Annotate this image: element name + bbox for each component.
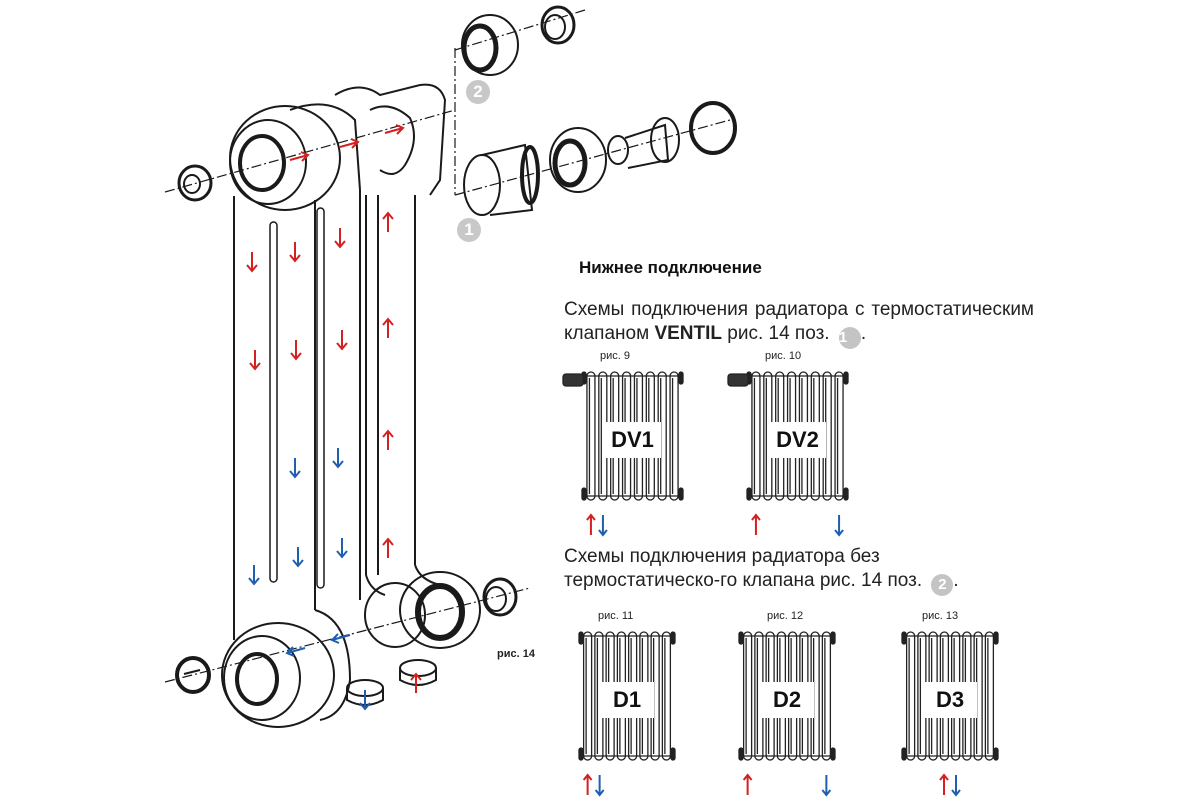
scheme-fig-label: рис. 13: [922, 610, 959, 622]
return-arrow: [821, 775, 832, 797]
radiator-icon: [727, 371, 849, 537]
top-axis-line: [164, 109, 456, 193]
flow-arrow-cold: [332, 448, 344, 469]
scheme-d3: рис. 13 D3: [893, 610, 1033, 800]
figure-14-label: рис. 14: [497, 648, 535, 660]
inline-badge-1: 1: [838, 327, 861, 349]
flow-arrow-cold: [359, 690, 371, 711]
flow-arrow-cold: [248, 565, 260, 586]
flow-arrow-axis-hot: [384, 124, 405, 135]
flow-arrow-hot: [382, 211, 394, 232]
flow-arrow-cold: [336, 538, 348, 559]
flow-arrow-hot: [334, 228, 346, 249]
return-arrow: [834, 515, 844, 537]
position-badge-2: 2: [466, 80, 490, 104]
supply-arrow: [582, 773, 593, 795]
scheme-code: D3: [923, 682, 977, 718]
scheme-code: D1: [600, 682, 654, 718]
scheme-fig-label: рис. 10: [765, 350, 802, 362]
fitting-pos-2: [461, 5, 576, 76]
flow-arrow-hot: [290, 340, 302, 361]
plug-top-left: [177, 164, 213, 202]
return-arrow: [594, 775, 605, 797]
ventil-brand: VENTIL: [654, 323, 722, 344]
plug-bottom-left: [175, 656, 211, 694]
scheme-code: DV2: [769, 422, 826, 458]
supply-arrow: [939, 773, 949, 795]
scheme-code: DV1: [604, 422, 661, 458]
return-arrow: [598, 515, 608, 537]
flow-arrow-cold: [289, 458, 301, 479]
flow-arrow-hot: [382, 429, 394, 450]
flow-arrow-axis-hot: [339, 138, 360, 149]
scheme-code: D2: [760, 682, 814, 718]
paragraph-thermostatic: Схемы подключения радиатора с термостати…: [564, 298, 1034, 349]
flow-arrow-hot: [336, 330, 348, 351]
supply-arrow: [751, 513, 761, 535]
flow-arrow-axis-hot: [289, 151, 310, 162]
flow-arrow-hot: [382, 537, 394, 558]
flow-arrow-axis-cold: [330, 633, 351, 644]
radiator-section-middle: [289, 103, 361, 721]
paragraph-no-thermostat: Схемы подключения радиатора без термоста…: [564, 545, 1034, 596]
scheme-dv2: рис. 10 DV2: [720, 350, 860, 540]
thermostatic-valve-pos-1: [463, 101, 737, 216]
flow-arrow-axis-cold: [285, 646, 306, 657]
radiator-section-front: [221, 105, 341, 728]
scheme-fig-label: рис. 12: [767, 610, 804, 622]
inline-badge-2: 2: [931, 574, 954, 596]
supply-arrow: [586, 513, 596, 535]
scheme-d1: рис. 11 D1: [570, 610, 710, 800]
scheme-dv1: рис. 9 DV1: [555, 350, 695, 540]
scheme-fig-label: рис. 9: [600, 350, 630, 362]
flow-arrow-cold: [292, 547, 304, 568]
flow-arrow-hot: [246, 252, 258, 273]
reducer-bottom-right: [482, 577, 518, 617]
flow-arrow-hot: [289, 242, 301, 263]
flow-arrow-hot: [382, 317, 394, 338]
position-badge-1: 1: [457, 218, 481, 242]
return-arrow: [951, 775, 961, 797]
flow-arrow-hot: [410, 672, 422, 693]
flow-arrow-hot: [249, 350, 261, 371]
scheme-fig-label: рис. 11: [598, 610, 634, 622]
supply-arrow: [742, 773, 753, 795]
radiator-riser-section: [334, 83, 481, 706]
scheme-d2: рис. 12 D2: [730, 610, 870, 800]
section-heading: Нижнее подключение: [579, 258, 762, 277]
